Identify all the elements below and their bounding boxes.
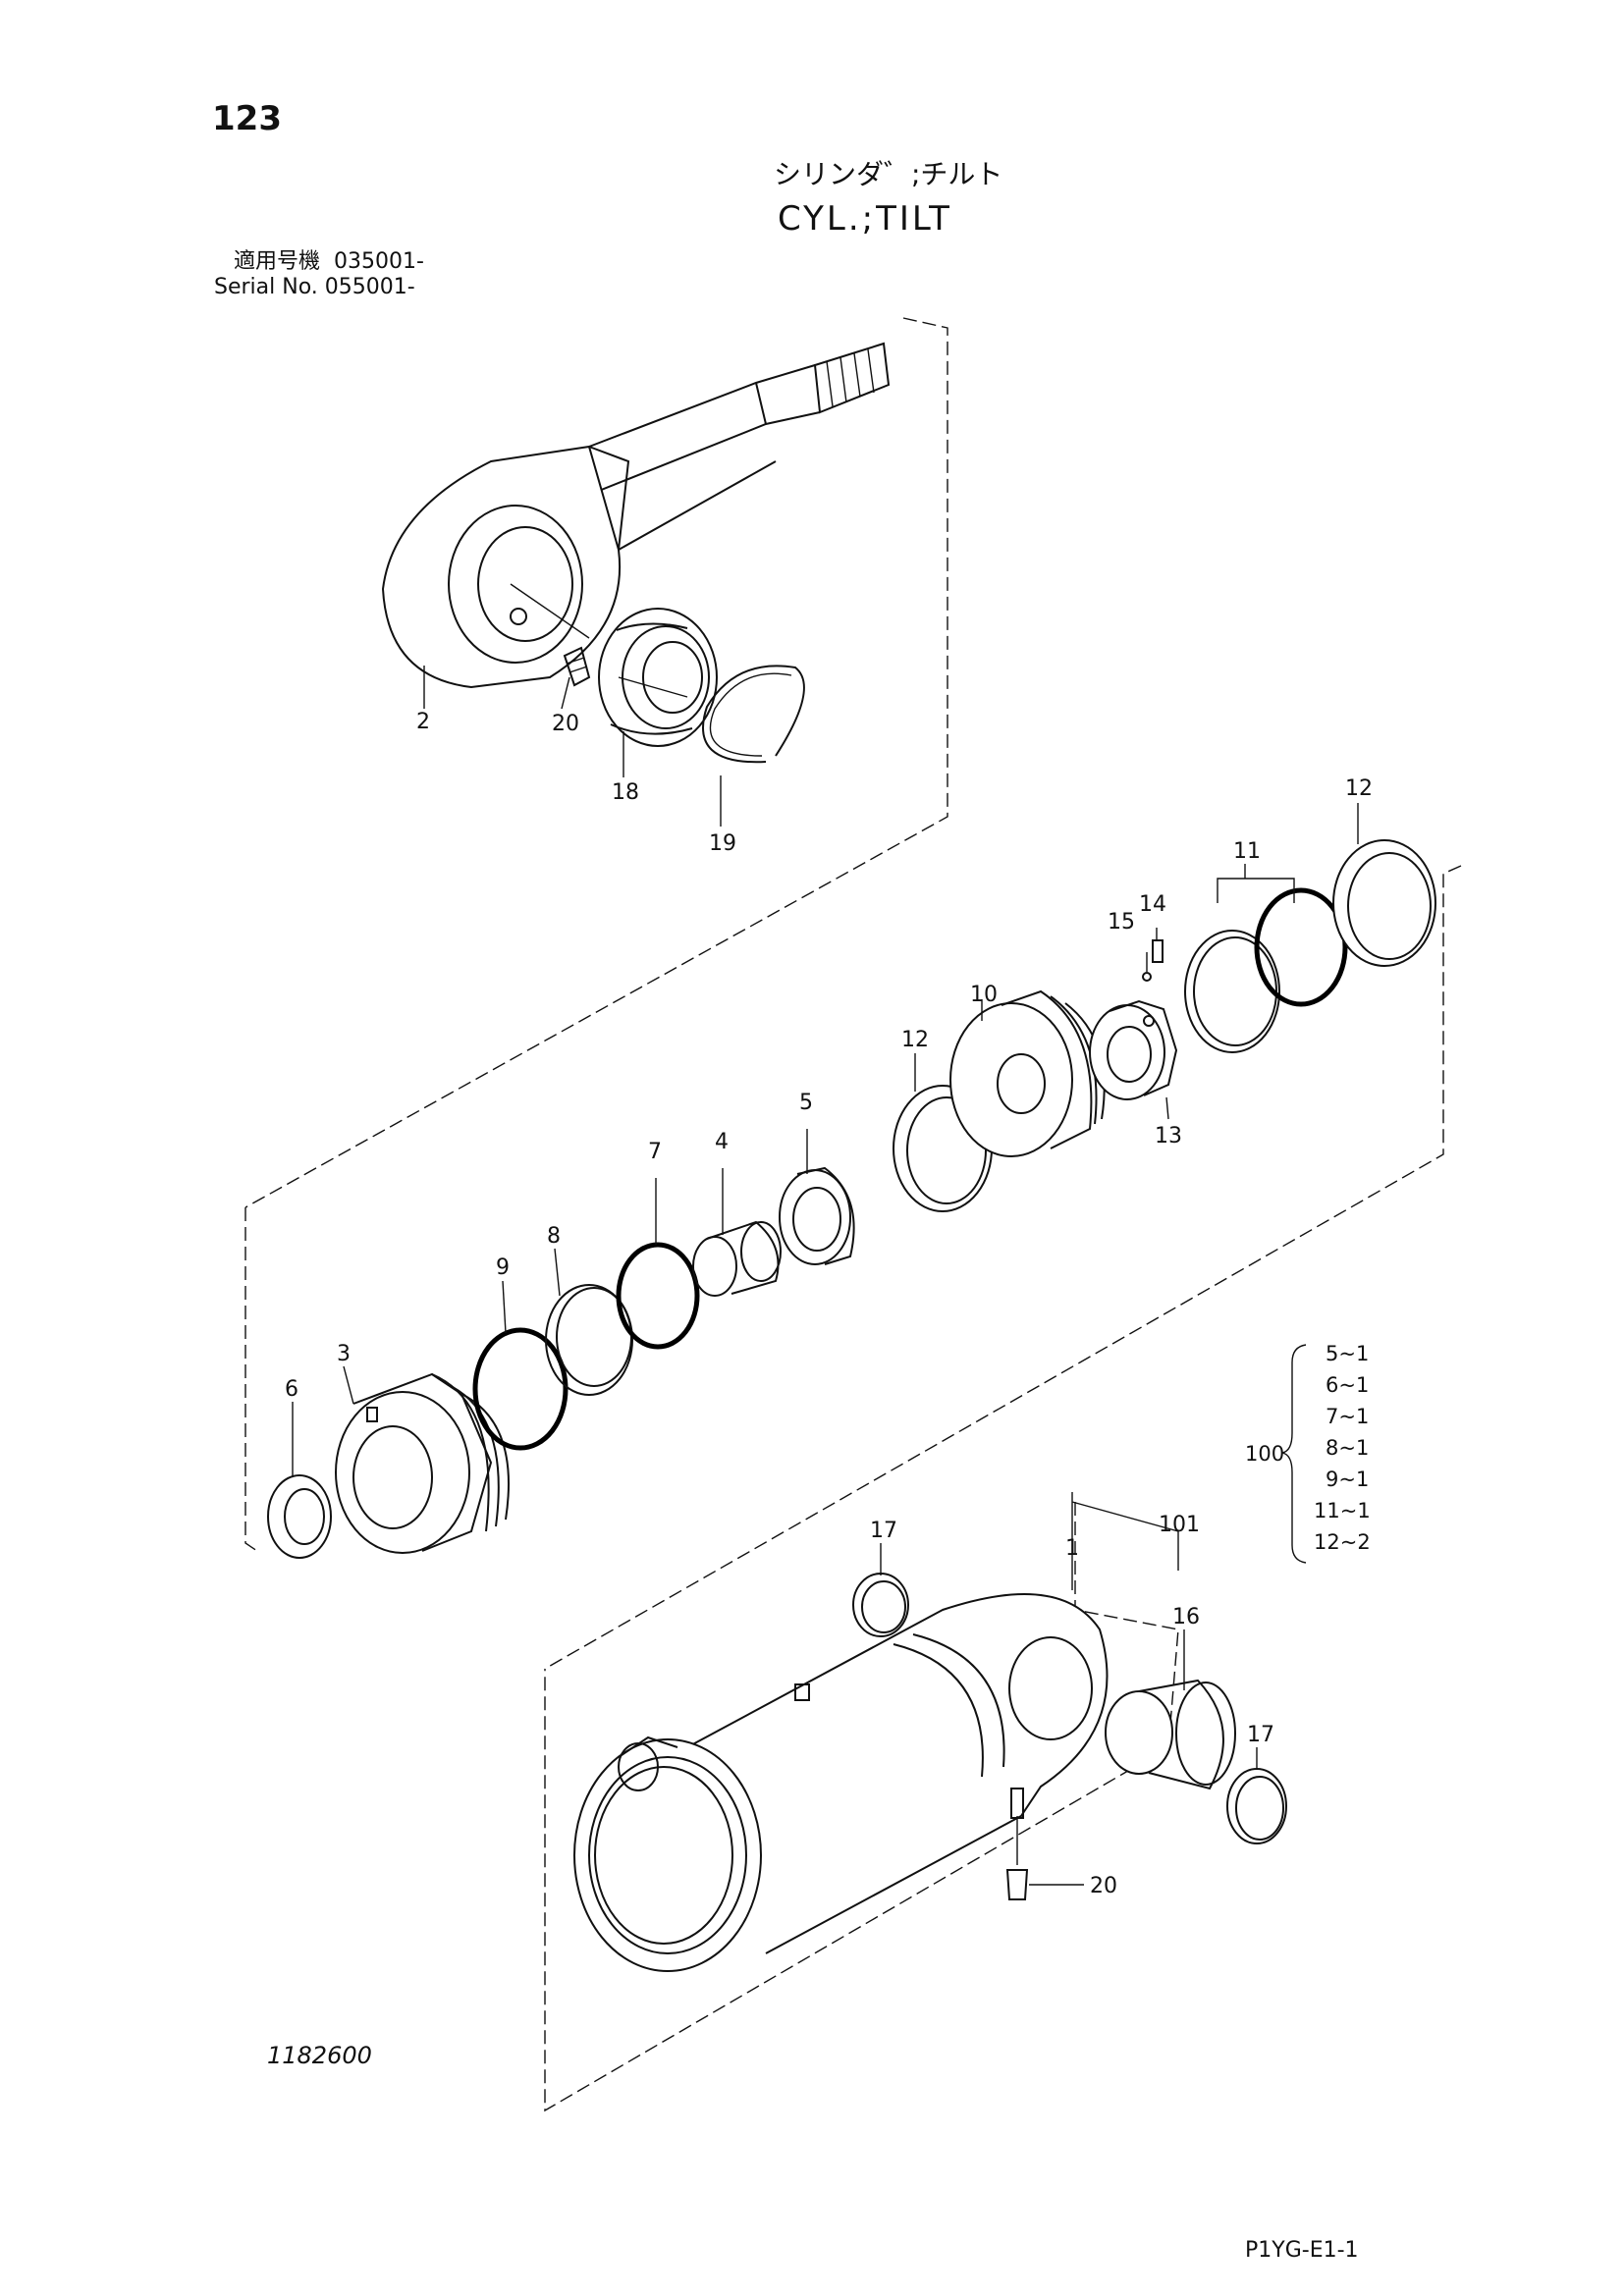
callout-9: 9	[496, 1255, 510, 1280]
kit-number: 100	[1245, 1442, 1284, 1466]
callout-101: 101	[1159, 1513, 1200, 1537]
callouts: 2 20 18 19 12 11 14 15 10 13 12 5 4 7 8 …	[285, 710, 1373, 1898]
grease-nipple-top	[563, 646, 591, 687]
serial-range-en: Serial No. 055001-	[214, 275, 415, 299]
kit-item: 8~1	[1326, 1436, 1369, 1460]
drawing-number: 1182600	[267, 2042, 372, 2069]
callout-19: 19	[709, 831, 736, 856]
callout-12-left: 12	[901, 1028, 929, 1052]
piston	[949, 989, 1106, 1157]
page-number: 123	[212, 99, 282, 138]
callout-16: 16	[1172, 1605, 1200, 1629]
kit-item: 11~1	[1314, 1499, 1371, 1522]
nut	[1089, 999, 1178, 1100]
callout-8: 8	[547, 1224, 561, 1249]
callout-1: 1	[1065, 1536, 1079, 1561]
leader-lines	[292, 666, 1359, 1886]
callout-15: 15	[1108, 910, 1135, 934]
cylinder-tube	[544, 1502, 1179, 2112]
callout-17-top: 17	[870, 1519, 897, 1543]
wear-ring-12-right	[1332, 839, 1436, 967]
kit-item: 9~1	[1326, 1468, 1369, 1491]
callout-11: 11	[1233, 839, 1261, 864]
bushing	[692, 1220, 782, 1297]
callout-6: 6	[285, 1377, 298, 1402]
middle-frame	[244, 865, 1462, 1670]
callout-2: 2	[416, 710, 430, 734]
page-code: P1YG-E1-1	[1245, 2238, 1359, 2263]
callout-20-bottom: 20	[1090, 1874, 1117, 1898]
callout-18: 18	[612, 780, 639, 805]
piston-rod	[244, 317, 948, 1208]
o-rings-gland	[472, 1242, 700, 1451]
spherical-bearing	[598, 608, 718, 747]
callout-12-right: 12	[1345, 776, 1373, 801]
title-english: CYL.;TILT	[778, 199, 952, 239]
seal-kit-list: 100 5~1 6~1 7~1 8~1 9~1 11~1 12~2	[1245, 1342, 1371, 1554]
seal-rings-11	[1184, 887, 1348, 1053]
callout-5: 5	[799, 1091, 813, 1115]
callout-17-bottom: 17	[1247, 1723, 1274, 1747]
callout-7: 7	[648, 1140, 662, 1164]
grease-nipple-bottom	[1005, 1816, 1029, 1900]
callout-13: 13	[1155, 1124, 1182, 1148]
set-screw-and-ball	[1142, 939, 1164, 982]
title-japanese: シリンダ゛;チルト	[774, 158, 1003, 190]
bushing-16	[1105, 1679, 1236, 1790]
seal-5	[779, 1166, 855, 1265]
serial-range-jp: 適用号機 035001-	[234, 249, 424, 274]
callout-10: 10	[970, 983, 998, 1007]
callout-14: 14	[1139, 892, 1166, 917]
callout-4: 4	[715, 1130, 729, 1154]
callout-20-top: 20	[552, 712, 579, 736]
kit-item: 5~1	[1326, 1342, 1369, 1365]
kit-item: 6~1	[1326, 1373, 1369, 1397]
callout-3: 3	[337, 1342, 351, 1366]
kit-item: 12~2	[1314, 1530, 1371, 1554]
gland	[335, 1372, 510, 1554]
snap-ring	[702, 665, 805, 764]
kit-item: 7~1	[1326, 1405, 1369, 1428]
wiper-ring	[267, 1474, 332, 1559]
